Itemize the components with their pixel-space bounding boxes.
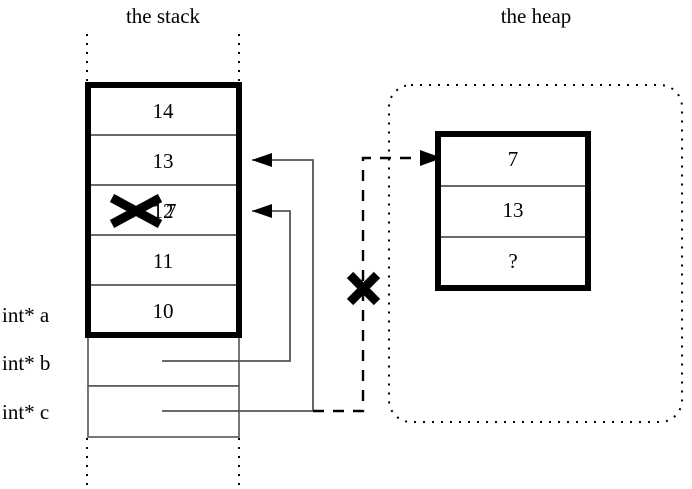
stack-title: the stack [125, 4, 201, 28]
pointer-c-arrowhead [252, 153, 272, 167]
heap-cell-value-0: 7 [507, 147, 519, 171]
pointer-b-arrowhead [252, 204, 272, 218]
invalid-pointer-x-icon [346, 271, 381, 306]
pointer-line-b [162, 204, 291, 362]
variable-label-c: int* c [2, 400, 50, 424]
heap-cell-value-2: ? [508, 249, 518, 273]
stale-pointer-arrowhead [420, 150, 442, 166]
stack-cell-value-1: 13 [152, 149, 174, 173]
stale-pointer-to-heap [313, 150, 442, 413]
stack-cell-value-3: 11 [152, 249, 174, 273]
heap-cell-value-1: 13 [502, 198, 524, 222]
stack-array-box [85, 82, 242, 338]
stack-cell-value-4: 10 [152, 299, 174, 323]
stack-cell-value-0: 14 [152, 99, 174, 123]
heap-title: the heap [500, 4, 572, 28]
variable-label-b: int* b [2, 351, 51, 375]
variable-label-a: int* a [2, 303, 50, 327]
heap-block-box [435, 131, 591, 291]
stack-cell-value-2-new: 7 [166, 199, 177, 223]
stack-cell-value-2-old: 12 [152, 199, 174, 223]
crossed-value-x-icon [109, 194, 163, 228]
pointer-line-c [162, 153, 314, 412]
